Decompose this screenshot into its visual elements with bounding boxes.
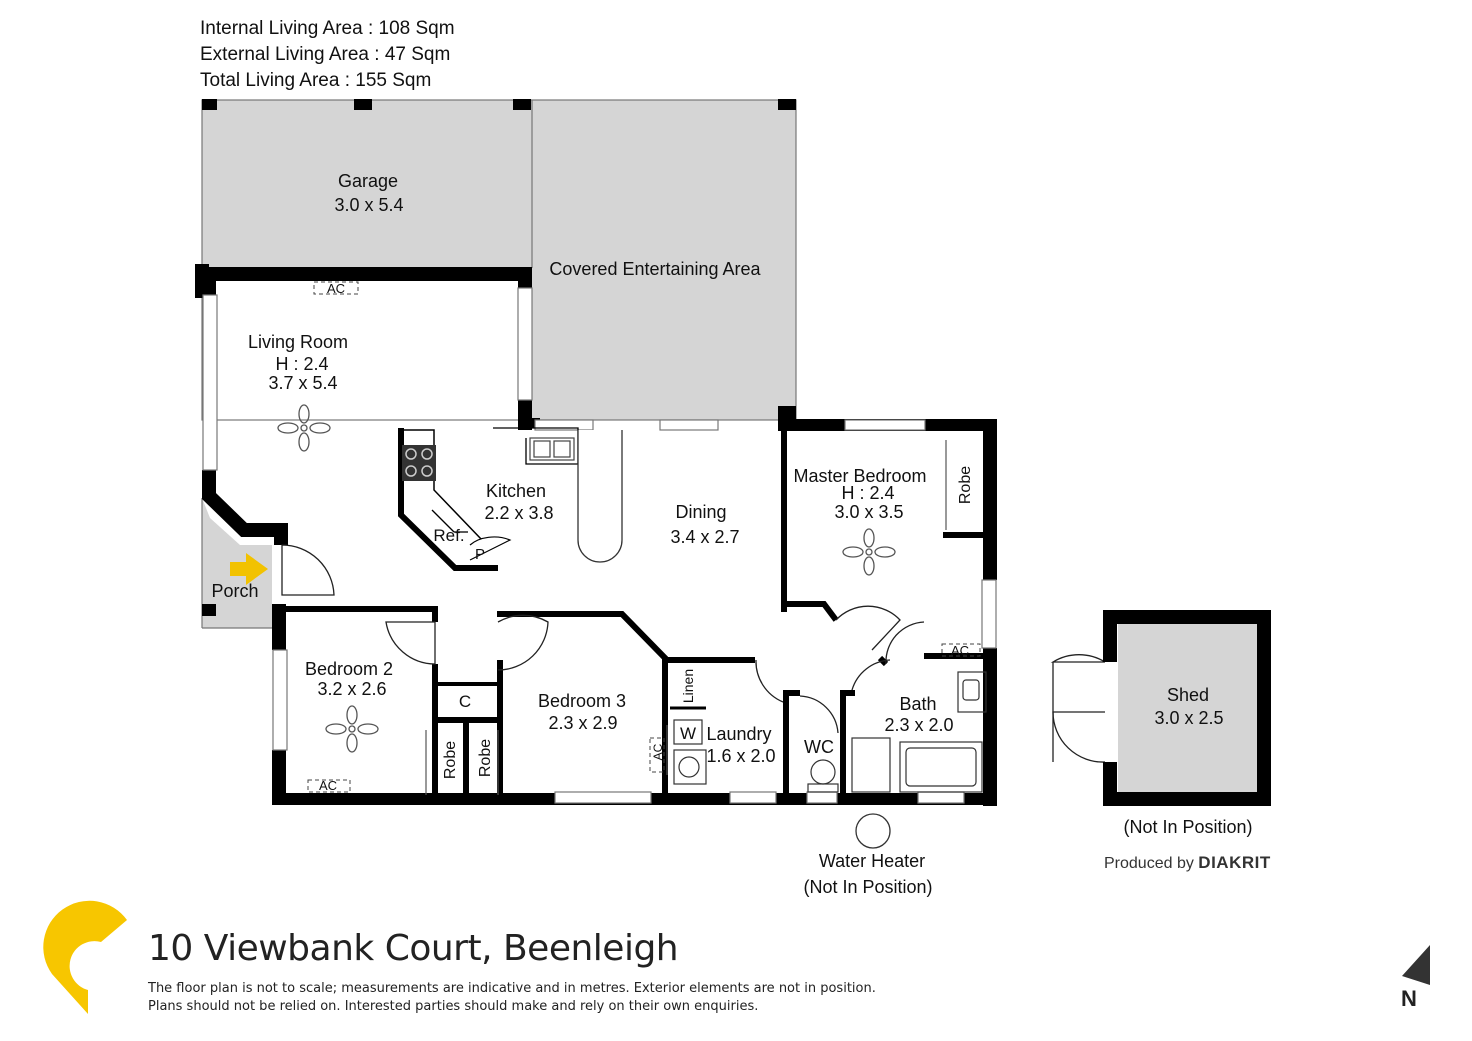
kitchen-name: Kitchen: [486, 481, 546, 501]
posts: [202, 99, 796, 616]
garage-size: 3.0 x 5.4: [334, 195, 403, 215]
internal-area-label: Internal Living Area : 108 Sqm: [200, 18, 455, 39]
bedroom3-name: Bedroom 3: [538, 691, 626, 711]
dining-name: Dining: [675, 502, 726, 522]
cupboard-label: C: [459, 692, 471, 711]
sink-icon: [529, 437, 575, 461]
ceiling-fan-icon: [277, 404, 331, 452]
washer-label: W: [680, 724, 696, 743]
total-area-label: Total Living Area : 155 Sqm: [200, 70, 432, 91]
bedroom3-size: 2.3 x 2.9: [548, 713, 617, 733]
covered-entertaining-area: [532, 100, 796, 420]
covered-name: Covered Entertaining Area: [549, 259, 761, 279]
bedroom2-size: 3.2 x 2.6: [317, 679, 386, 699]
outdoor-outlines: [201, 99, 797, 629]
external-area-label: External Living Area : 47 Sqm: [200, 44, 451, 65]
master-name: Master Bedroom: [793, 466, 926, 486]
dining-size: 3.4 x 2.7: [670, 527, 739, 547]
bathtub-icon: [851, 671, 987, 793]
laundry-size: 1.6 x 2.0: [706, 746, 775, 766]
ac-boxes: [307, 281, 981, 793]
produced-by: Produced by DIAKRIT: [1104, 853, 1271, 872]
ac-label: AC: [951, 643, 969, 658]
ceiling-fan-icon: [842, 528, 896, 576]
water-heater-icon: [855, 813, 891, 849]
pantry-label: P: [475, 546, 485, 563]
master-height: H : 2.4: [841, 483, 894, 503]
shed-size: 3.0 x 2.5: [1154, 708, 1223, 728]
garage-area: [202, 100, 532, 270]
ac-label: AC: [327, 281, 345, 296]
shed-walls: [1103, 610, 1271, 806]
robe-label: Robe: [477, 739, 494, 777]
garage-name: Garage: [338, 171, 398, 191]
ac-label: AC: [651, 743, 665, 760]
kitchen-size: 2.2 x 3.8: [484, 503, 553, 523]
doors: [281, 544, 1106, 763]
porch-name: Porch: [211, 581, 258, 601]
bedroom2-name: Bedroom 2: [305, 659, 393, 679]
ceiling-fan-icon: [325, 705, 379, 753]
brand-logo-icon: [43, 900, 128, 1014]
bath-name: Bath: [899, 694, 936, 714]
laundry-fixtures: [673, 719, 707, 785]
ref-label: Ref.: [433, 526, 464, 545]
robe-label: Robe: [957, 466, 974, 504]
address-title: 10 Viewbank Court, Beenleigh: [148, 928, 679, 969]
master-size: 3.0 x 3.5: [834, 502, 903, 522]
living-size: 3.7 x 5.4: [268, 373, 337, 393]
robe-rails: [425, 440, 947, 795]
cooktop-icon: [402, 445, 436, 481]
ac-label: AC: [319, 778, 337, 793]
shed-note: (Not In Position): [1123, 817, 1252, 837]
windows: [202, 287, 997, 804]
water-heater-label: Water Heater: [819, 851, 925, 871]
shed-name: Shed: [1167, 685, 1209, 705]
disclaimer: The floor plan is not to scale; measurem…: [148, 981, 876, 1014]
linen-label: Linen: [680, 669, 696, 703]
laundry-name: Laundry: [706, 724, 771, 744]
shed-area: [1118, 624, 1258, 792]
north-arrow-icon: [1402, 945, 1430, 985]
toilet-icon: [807, 759, 839, 793]
bath-size: 2.3 x 2.0: [884, 715, 953, 735]
wc-name: WC: [804, 737, 834, 757]
living-name: Living Room: [248, 332, 348, 352]
dining-bench: [577, 430, 623, 563]
diakrit-brand: DIAKRIT: [1198, 853, 1271, 872]
water-heater-note: (Not In Position): [803, 877, 932, 897]
north-label: N: [1401, 986, 1417, 1011]
living-height: H : 2.4: [275, 354, 328, 374]
robe-label: Robe: [442, 741, 459, 779]
entry-arrow-icon: [230, 553, 268, 585]
